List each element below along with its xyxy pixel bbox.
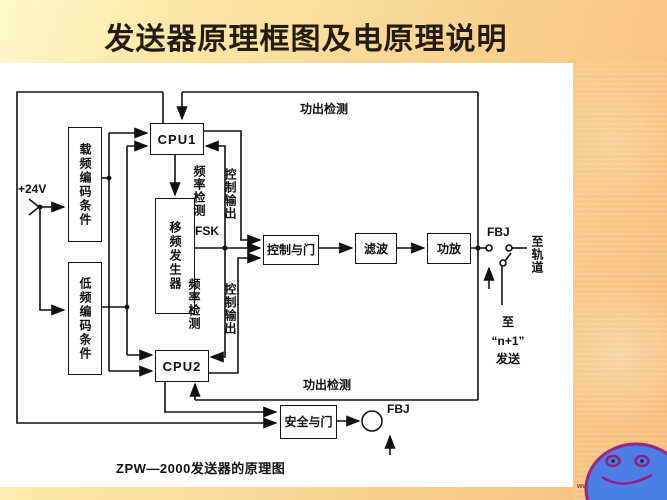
label-fbj-contact: FBJ [487, 225, 510, 239]
block-label: CPU2 [162, 358, 202, 374]
block-label: 载频编码条件 [78, 142, 92, 227]
block-control-gate: 控制与门 [263, 235, 319, 265]
block-cpu2: CPU2 [155, 350, 209, 382]
smiley-face [584, 442, 667, 500]
block-label: 低频编码条件 [78, 276, 92, 361]
label-to-next-sender: 至 “n+1” 发送 [482, 313, 534, 369]
label-freq-detect-lower: 频率检测 [187, 278, 201, 330]
label-fbj-relay: FBJ [387, 402, 410, 416]
block-label: 滤波 [363, 241, 388, 256]
block-label: 控制与门 [266, 243, 315, 257]
block-fsk-generator: 移频发生器 [155, 198, 195, 314]
block-label: 功放 [436, 241, 461, 256]
to-next-line2: “n+1” [491, 333, 525, 348]
block-label: 安全与门 [284, 415, 333, 429]
scanline-band [573, 63, 667, 500]
block-carrier-coding: 载频编码条件 [68, 127, 102, 242]
block-lowfreq-coding: 低频编码条件 [68, 262, 102, 375]
label-control-output-upper: 控制输出 [223, 168, 237, 220]
label-power-supply: +24V [18, 182, 47, 196]
label-power-detect-bottom: 功出检测 [303, 378, 352, 392]
diagram-caption: ZPW—2000发送器的原理图 [116, 461, 286, 476]
diagram-panel: 载频编码条件 低频编码条件 CPU1 移频发生器 控制与门 滤波 功放 CPU2… [0, 63, 573, 487]
label-to-track: 至轨道 [530, 235, 544, 274]
block-label: CPU1 [157, 131, 197, 147]
block-cpu1: CPU1 [150, 123, 204, 155]
to-next-line3: 发送 [495, 352, 520, 367]
label-power-detect-top: 功出检测 [300, 102, 349, 116]
block-label: 移频发生器 [168, 221, 182, 291]
label-fsk: FSK [195, 224, 219, 238]
block-power-amp: 功放 [427, 233, 471, 264]
diagram-lines [16, 91, 527, 455]
block-safety-gate: 安全与门 [280, 405, 337, 439]
page-title: 发送器原理框图及电原理说明 [104, 23, 508, 56]
label-control-output-lower: 控制输出 [223, 283, 237, 335]
to-next-line1: 至 [501, 315, 514, 329]
label-freq-detect-upper: 频率检测 [192, 165, 206, 217]
block-filter: 滤波 [355, 233, 397, 264]
